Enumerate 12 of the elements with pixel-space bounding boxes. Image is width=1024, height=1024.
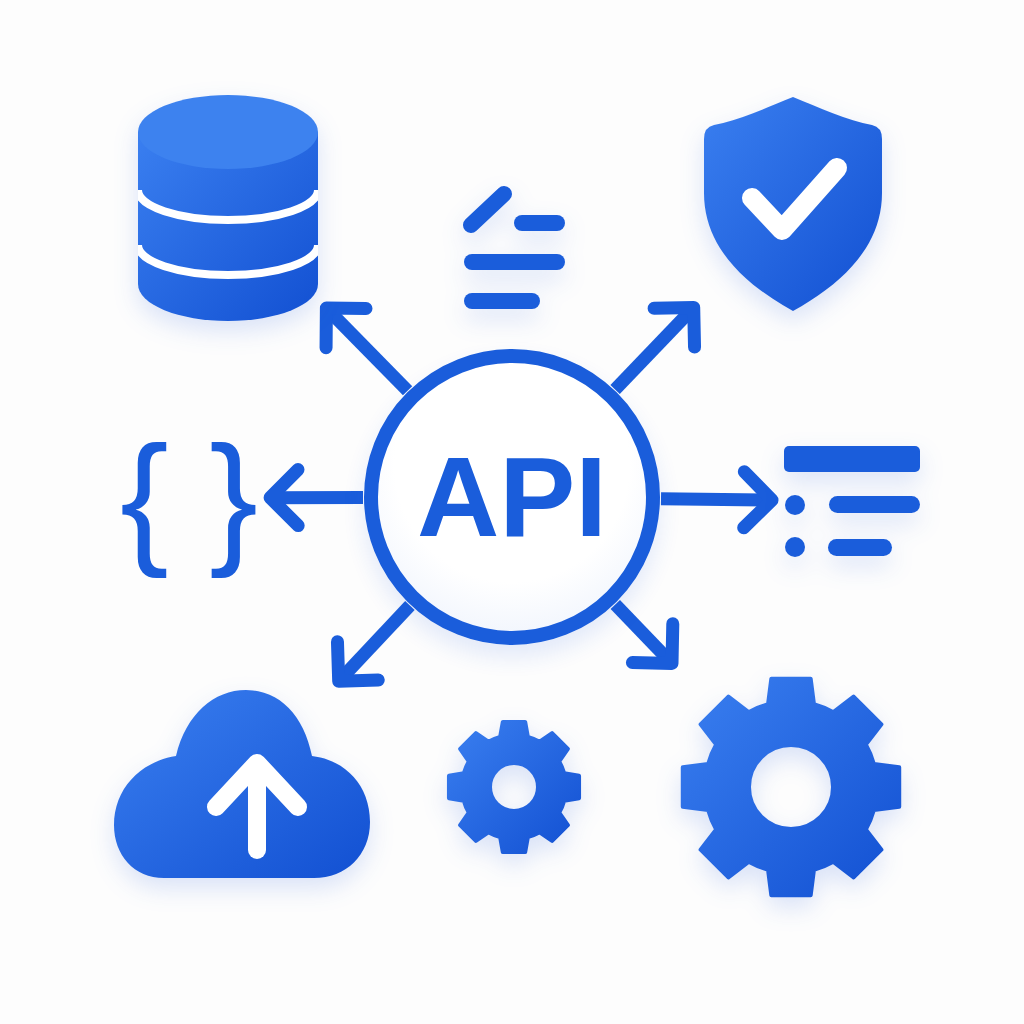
code-braces: { } xyxy=(120,403,259,593)
arrow xyxy=(610,599,680,670)
arrow xyxy=(660,465,779,535)
hub-label: API xyxy=(416,440,607,554)
list-icon xyxy=(784,445,920,557)
cloud-upload-icon xyxy=(114,690,370,878)
database-icon xyxy=(138,95,318,321)
arrow xyxy=(330,601,415,688)
arrow xyxy=(610,301,702,394)
shield-check-icon xyxy=(702,95,884,313)
arrow xyxy=(263,463,364,533)
arrow xyxy=(319,301,413,396)
